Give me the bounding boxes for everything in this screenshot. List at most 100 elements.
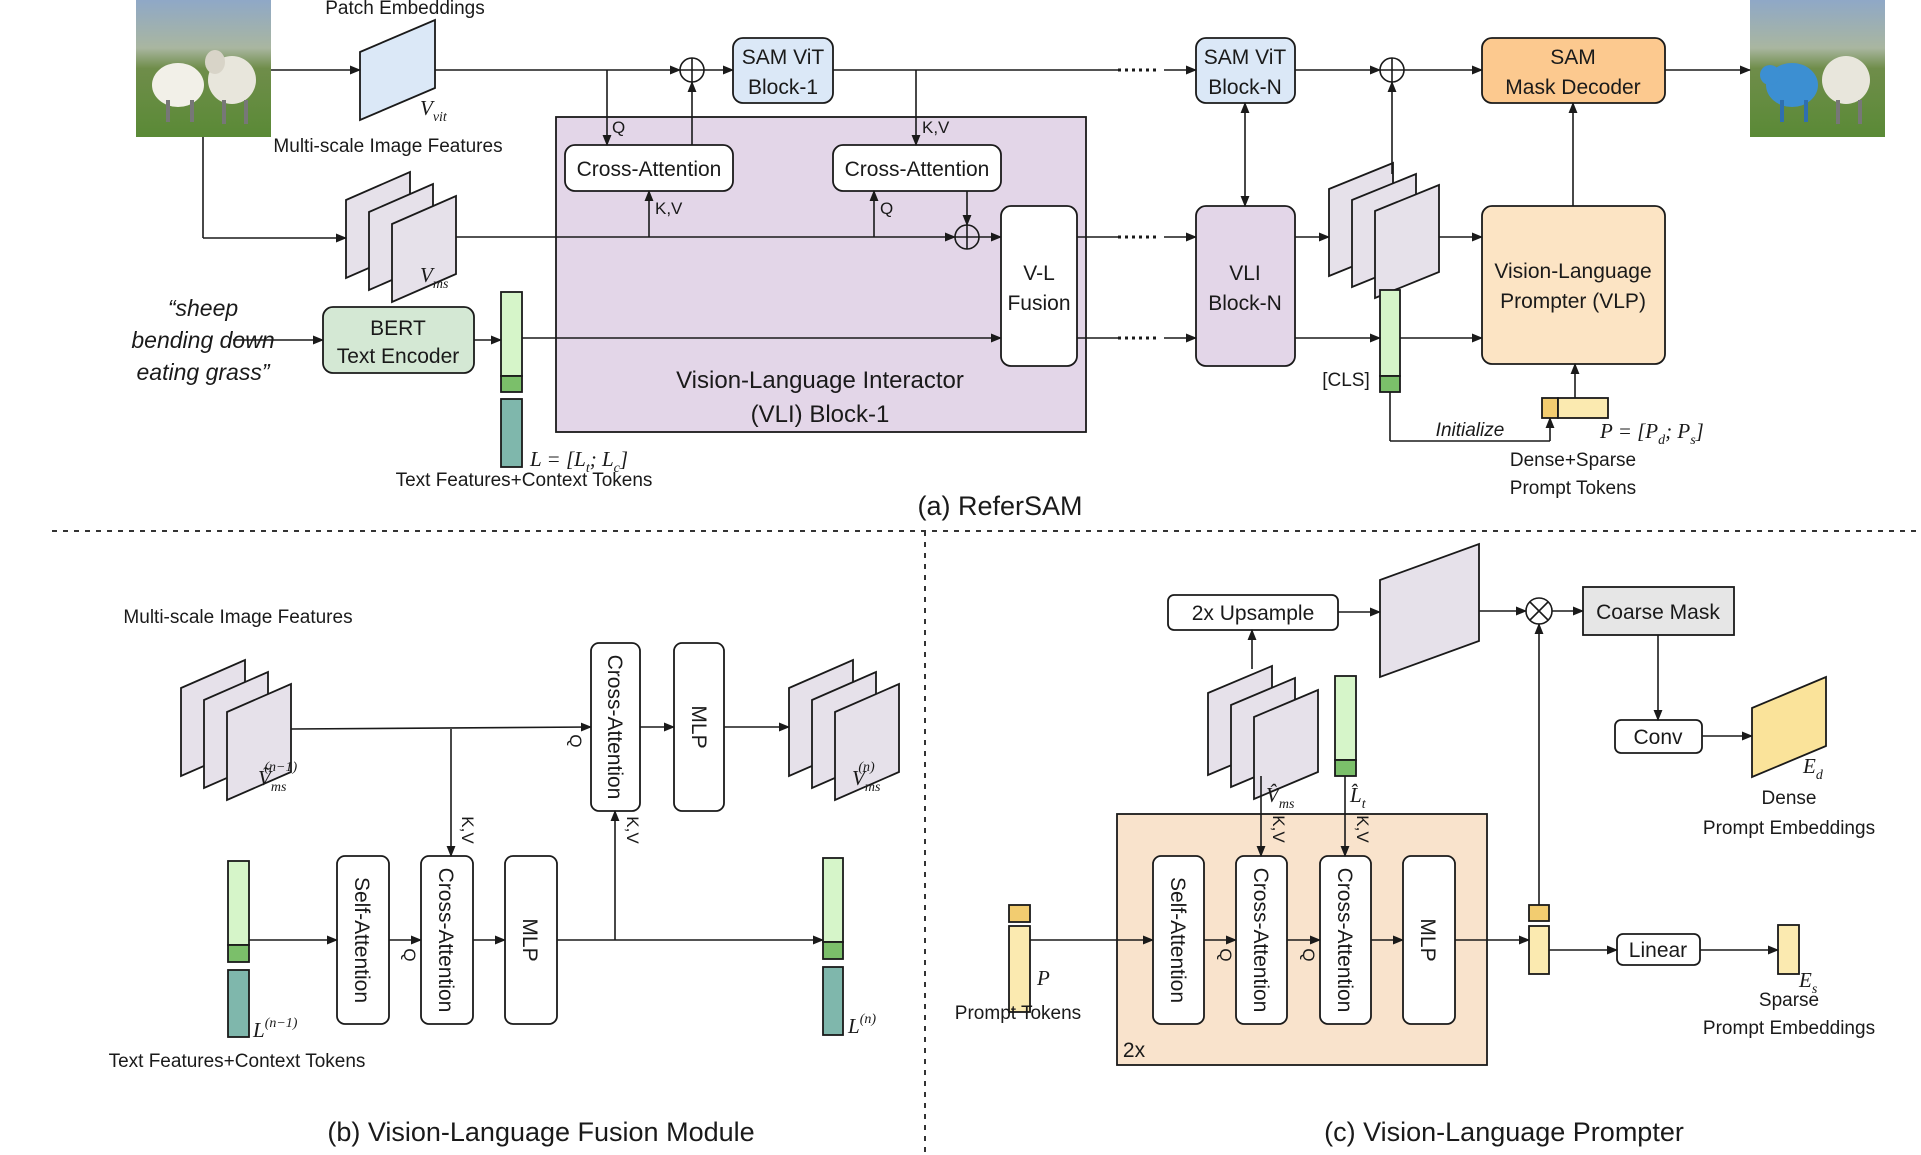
output-mask-image: [1750, 0, 1885, 137]
panel-b-self-attention-label: Self-Attention: [350, 877, 373, 1003]
v-hat-label: V̂ms: [1266, 783, 1295, 812]
l-formula: L = [Lt; Lc]: [529, 447, 628, 476]
kv-label-a2: K,V: [922, 118, 950, 137]
panel-b-q1: Q: [400, 948, 419, 961]
sam-vit-1-line2: Block-1: [748, 76, 818, 99]
panel-b-cross-attention-img-label: Cross-Attention: [603, 655, 626, 800]
es-label: Es: [1798, 968, 1818, 997]
upsampled-feature-plane: [1379, 542, 1480, 679]
dense-line1: Dense: [1762, 788, 1817, 809]
prompt-tokens-line2: Prompt Tokens: [1510, 478, 1636, 499]
vli-n-line2: Block-N: [1208, 292, 1282, 315]
vlp-line1: Vision-Language: [1494, 260, 1651, 283]
panel-c-caption: (c) Vision-Language Prompter: [1324, 1117, 1684, 1147]
vli-n-line1: VLI: [1229, 262, 1261, 285]
l-out-label: L(n): [847, 1012, 876, 1038]
sam-vit-n-line1: SAM ViT: [1204, 46, 1287, 69]
sparse-line2: Prompt Embeddings: [1703, 1018, 1875, 1039]
patch-embedding-plane: [359, 18, 436, 122]
panel-c-cross-attention-2-label: Cross-Attention: [1333, 868, 1356, 1013]
panel-b-mlp-img-label: MLP: [687, 705, 710, 748]
decoder-line1: SAM: [1550, 46, 1596, 69]
panel-c-self-attention-label: Self-Attention: [1166, 877, 1189, 1003]
panel-b-connectors: [249, 722, 825, 945]
multiply-circle: [1525, 597, 1553, 625]
input-sheep-image: [136, 0, 271, 137]
v-in-label: Ṽms(n−1): [258, 760, 298, 795]
vli-title-line2: (VLI) Block-1: [751, 401, 890, 428]
bert-label-line1: BERT: [370, 317, 426, 340]
v-ms-label: Vms: [420, 263, 449, 292]
sam-vit-n-line2: Block-N: [1208, 76, 1282, 99]
sparse-embedding-token: [1777, 924, 1800, 975]
panel-c-feature-stack: [1207, 664, 1319, 801]
decoder-line2: Mask Decoder: [1505, 76, 1640, 99]
kv-label-a1: K,V: [655, 199, 683, 218]
panel-c-q2: Q: [1299, 948, 1318, 961]
panel-c-cross-attention-1-label: Cross-Attention: [1249, 868, 1272, 1013]
p-label: P: [1036, 966, 1050, 990]
panel-a-caption: (a) ReferSAM: [917, 491, 1082, 521]
v-out-label: Vms(n): [852, 760, 881, 795]
l-hat-label: L̂t: [1349, 783, 1367, 812]
dense-line2: Prompt Embeddings: [1703, 818, 1875, 839]
dense-sparse-prompt-tokens: [1541, 397, 1609, 419]
coarse-mask-label: Coarse Mask: [1596, 601, 1720, 624]
cls-label: [CLS]: [1322, 370, 1370, 391]
cls-token-column: [1379, 289, 1401, 393]
multiscale-features-label: Multi-scale Image Features: [273, 136, 502, 157]
p-formula: P = [Pd; Ps]: [1599, 419, 1704, 448]
conv-label: Conv: [1633, 726, 1683, 749]
panel-b-text-features-label: Text Features+Context Tokens: [109, 1051, 366, 1072]
panel-a: Patch Embeddings Vvit Multi-scale Image …: [131, 0, 1885, 521]
q-label-a2: Q: [880, 199, 893, 218]
multiscale-features-stack: [345, 170, 457, 304]
vl-fusion-line2: Fusion: [1007, 292, 1070, 315]
panel-c-prompt-tokens: [1008, 904, 1031, 1013]
panel-b-output-features: [788, 658, 900, 802]
ed-label: Ed: [1802, 754, 1824, 783]
text-features-label: Text Features+Context Tokens: [396, 470, 653, 491]
panel-c: 2x Upsample Coarse Mask Conv Ed Dense Pr…: [955, 542, 1875, 1147]
vli-title-line1: Vision-Language Interactor: [676, 367, 964, 394]
vl-fusion-line1: V-L: [1023, 262, 1055, 285]
vli-block-n: [1195, 205, 1296, 367]
panel-b-multiscale-label: Multi-scale Image Features: [123, 607, 352, 628]
panel-c-q1: Q: [1216, 948, 1235, 961]
bert-label-line2: Text Encoder: [337, 345, 460, 368]
plus-circle-2: [954, 224, 980, 250]
panel-c-kv-b: K,V: [1353, 815, 1372, 843]
v-vit-label: Vvit: [420, 96, 448, 125]
repeat-label: 2x: [1123, 1039, 1146, 1062]
panel-c-text-tokens: [1334, 675, 1357, 777]
panel-c-output-tokens: [1528, 904, 1550, 975]
panel-b: Multi-scale Image Features Ṽms(n−1) Vms(…: [109, 607, 900, 1147]
panel-b-input-features: [180, 658, 292, 802]
patch-embeddings-label: Patch Embeddings: [325, 0, 485, 19]
multiscale-features-stack-out: [1328, 161, 1440, 300]
sparse-line1: Sparse: [1759, 990, 1819, 1011]
panel-a-connectors: Q K,V K,V Q: [202, 65, 1752, 442]
panel-b-mlp-text-label: MLP: [518, 918, 541, 961]
panel-b-kv2: K,V: [623, 816, 642, 844]
prompt-tokens-label: Prompt Tokens: [955, 1003, 1081, 1024]
query-line-1: “sheep: [168, 295, 239, 321]
text-token-column: [500, 291, 523, 468]
cross-attention-1-label: Cross-Attention: [577, 158, 722, 181]
vl-fusion-box: [1000, 205, 1078, 367]
linear-label: Linear: [1629, 939, 1687, 962]
panel-b-text-tokens-in: [227, 860, 250, 1038]
coarse-mask-box: [1582, 586, 1735, 636]
panel-b-text-tokens-out: [822, 857, 844, 1036]
l-in-label: L(n−1): [252, 1016, 298, 1042]
vlp-line2: Prompter (VLP): [1500, 290, 1646, 313]
sam-vit-1-line1: SAM ViT: [742, 46, 825, 69]
panel-b-caption: (b) Vision-Language Fusion Module: [327, 1117, 754, 1147]
query-line-3: eating grass”: [137, 359, 271, 385]
panel-b-kv1: K,V: [458, 816, 477, 844]
plus-circle-1: [679, 57, 705, 83]
panel-c-connectors: [1030, 606, 1780, 955]
plus-circle-3: [1379, 57, 1405, 83]
initialize-label: Initialize: [1436, 420, 1505, 441]
